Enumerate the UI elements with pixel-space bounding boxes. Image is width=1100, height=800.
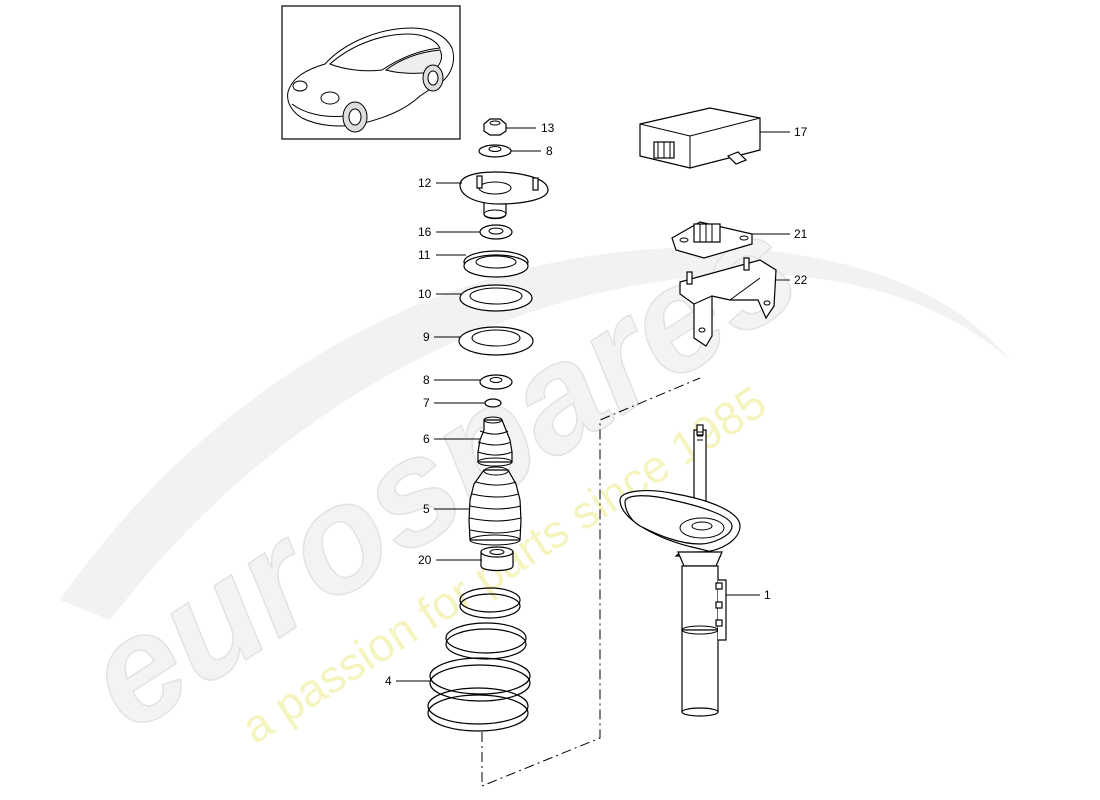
part-coil-spring [427,587,531,732]
part-spacer-ring [480,546,514,572]
callout-number: 1 [764,588,771,602]
part-washer-upper [478,144,512,158]
callout-9: 9 [423,330,460,344]
callout-10: 10 [418,287,462,301]
callout-8-upper: 8 [511,144,553,158]
callout-12: 12 [418,176,462,190]
callout-number: 13 [541,121,555,135]
part-nut [483,118,507,136]
part-control-unit [639,107,761,169]
callout-7: 7 [423,396,485,410]
callout-number: 7 [423,396,430,410]
callout-8-lower: 8 [423,373,480,387]
callout-number: 22 [794,273,808,287]
part-bracket [679,257,777,347]
part-strut-mount [459,171,549,220]
part-shock-absorber [619,424,741,717]
callout-number: 6 [423,432,430,446]
part-protective-boot [468,466,522,546]
vehicle-thumbnail [281,5,461,140]
callout-13: 13 [506,121,555,135]
callout-number: 21 [794,227,808,241]
callout-6: 6 [423,432,480,446]
callout-number: 9 [423,330,430,344]
callout-number: 8 [546,144,553,158]
callout-17: 17 [760,125,808,139]
assembly-outline [481,377,701,787]
callout-number: 12 [418,176,432,190]
part-washer-small [479,224,513,240]
part-thrust-bearing [463,250,529,278]
part-sensor [671,221,753,259]
callout-number: 16 [418,225,432,239]
callout-number: 10 [418,287,432,301]
car-coupe-icon [287,27,455,133]
callout-11: 11 [418,248,466,262]
part-bump-stop [477,416,513,467]
callout-group: 13 8 12 16 11 10 9 [385,121,808,688]
callout-21: 21 [752,227,808,241]
watermark: eurospares a passion for parts since 198… [55,180,1010,763]
callout-16: 16 [418,225,480,239]
watermark-swoosh [60,247,1010,620]
callout-20: 20 [418,553,482,567]
part-small-washer [484,398,502,408]
callout-4: 4 [385,674,430,688]
callout-number: 20 [418,553,432,567]
part-washer-lower [479,374,513,390]
part-spring-pad [458,326,534,356]
callout-number: 5 [423,502,430,516]
callout-5: 5 [423,502,470,516]
part-spring-seat-upper [459,284,533,312]
callout-number: 4 [385,674,392,688]
callout-number: 8 [423,373,430,387]
callout-number: 11 [418,248,431,262]
callout-number: 17 [794,125,808,139]
callout-1: 1 [726,588,771,602]
callout-22: 22 [776,273,808,287]
